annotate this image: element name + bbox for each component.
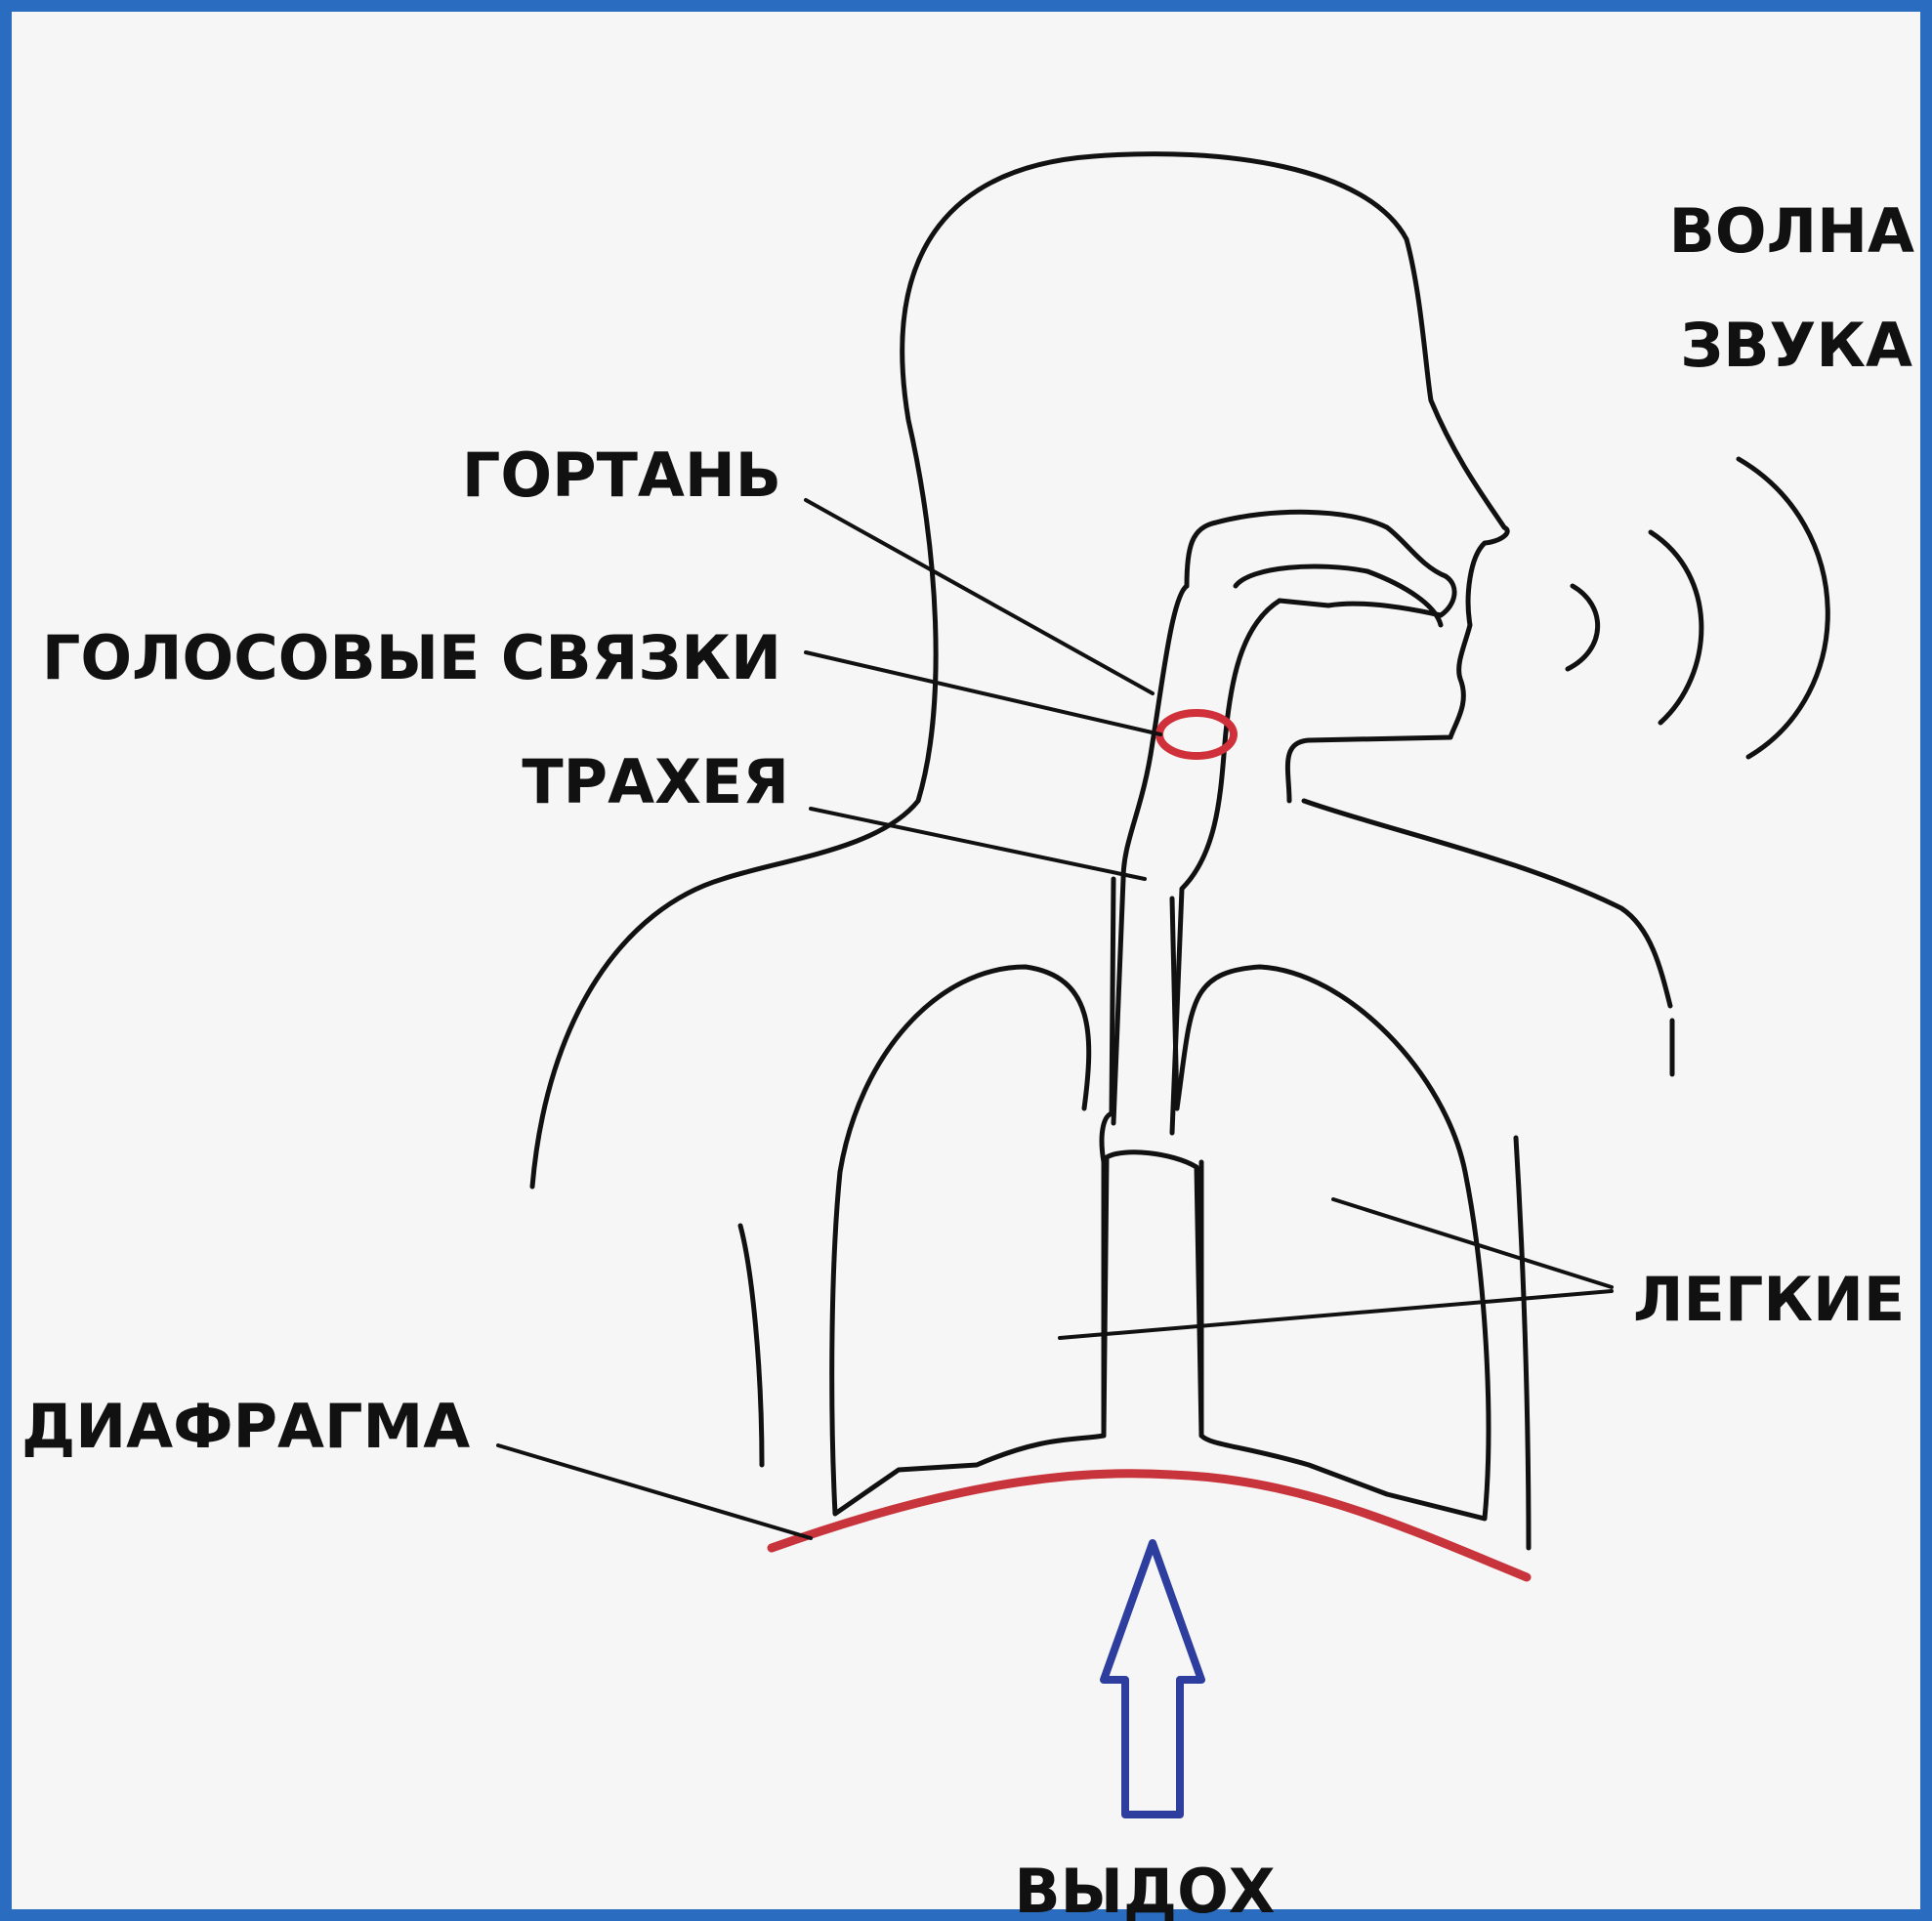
right-ribcage-edge	[1516, 1138, 1529, 1548]
label-diaphragm: ДИАФРАГМА	[21, 1391, 470, 1462]
trachea-left-wall	[1112, 879, 1113, 1113]
sound-wave-large	[1739, 459, 1827, 757]
label-trachea: ТРАХЕЯ	[522, 746, 789, 817]
right-lung-outline	[1177, 967, 1489, 1519]
left-lung-outline	[832, 967, 1113, 1514]
lungs-trachea	[740, 879, 1529, 1548]
face-outline	[1287, 239, 1507, 801]
sound-wave-medium	[1651, 532, 1701, 723]
label-sound-wave-line1: ВОЛНА	[1669, 195, 1914, 267]
label-vocal-cords: ГОЛОСОВЫЕ СВЯЗКИ	[42, 622, 781, 693]
shoulder-right-outline	[1304, 801, 1670, 1006]
vocal-cords-leader	[806, 652, 1160, 734]
trachea-leader	[811, 809, 1145, 879]
sound-wave-small	[1568, 586, 1598, 669]
throat-front-outline	[1172, 601, 1280, 1133]
nasal-cavity-outline	[1187, 512, 1454, 615]
left-ribcage-edge	[740, 1226, 762, 1465]
mediastinum-outline	[1104, 1152, 1201, 1436]
label-lungs: ЛЕГКИЕ	[1633, 1264, 1905, 1335]
label-exhale: ВЫДОХ	[1014, 1856, 1275, 1921]
mouth-cavity-outline	[1236, 566, 1441, 625]
label-larynx: ГОРТАНЬ	[462, 439, 781, 511]
arrow-up-icon	[1104, 1543, 1201, 1815]
label-sound-wave-line2: ЗВУКА	[1680, 310, 1912, 381]
vocal-cords-ring	[1159, 713, 1234, 756]
lungs-leader-lower	[1060, 1291, 1612, 1338]
sound-wave-icon	[1568, 459, 1827, 757]
